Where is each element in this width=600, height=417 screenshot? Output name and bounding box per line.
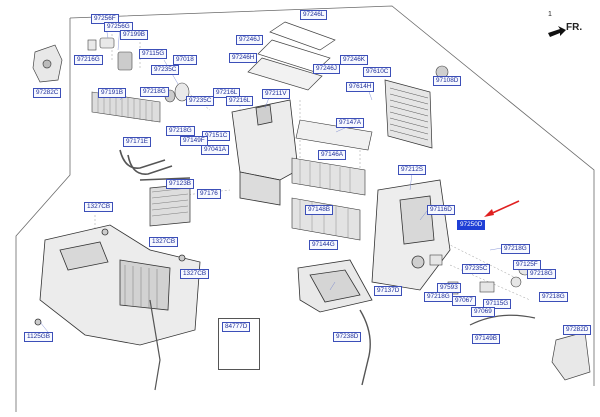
heater-core-strip-part [91,91,161,123]
drain-hose-part [359,309,371,386]
evaporator-part [291,119,373,241]
part-label-97218G[interactable]: 97218G [140,87,169,97]
page-reference-number: 1 [548,11,552,18]
part-label-97246K[interactable]: 97246K [340,55,369,65]
upper-case-part [231,99,299,206]
part-label-1327CB-b[interactable]: 1327CB [149,237,179,247]
part-label-97115G[interactable]: 97115G [139,49,168,59]
part-label-97149F[interactable]: 97149F [180,136,208,146]
highlight-pointer-arrow [484,200,520,217]
diagram-frame [15,5,595,412]
part-label-97235C-b[interactable]: 97235C [186,96,215,106]
part-label-97246H[interactable]: 97246H [229,53,258,63]
part-label-97199B[interactable]: 97199B [120,30,149,40]
part-label-97149B[interactable]: 97149B [472,334,501,344]
part-label-97246J-b[interactable]: 97246J [313,64,340,74]
part-label-97212S[interactable]: 97212S [398,165,427,175]
part-label-97250D[interactable]: 97250D [457,220,486,230]
part-label-97235C[interactable]: 97235C [151,65,180,75]
part-label-1327CB[interactable]: 1327CB [84,202,114,212]
part-label-97218G-f[interactable]: 97218G [539,292,568,302]
part-label-97218G-e[interactable]: 97218G [424,292,453,302]
part-label-97211V[interactable]: 97211V [262,89,290,99]
part-label-97246L[interactable]: 97246L [300,10,328,20]
part-label-97282C[interactable]: 97282C [33,88,62,98]
part-label-97123B[interactable]: 97123B [166,179,195,189]
front-direction-label: FR. [566,22,583,33]
part-label-97176[interactable]: 97176 [197,189,221,199]
part-label-97238D[interactable]: 97238D [333,332,362,342]
actuator-parts [87,37,190,103]
part-label-97282D[interactable]: 97282D [563,325,592,335]
screw-part-left [34,228,186,326]
part-label-97147A[interactable]: 97147A [336,118,365,128]
part-label-97148B[interactable]: 97148B [305,205,334,215]
part-label-97218G-c[interactable]: 97218G [501,244,530,254]
heater-core-part [149,183,191,227]
part-label-97115G-b[interactable]: 97115G [483,299,512,309]
blower-assembly-part [39,224,201,391]
part-label-97069[interactable]: 97069 [471,307,495,317]
part-label-97125F[interactable]: 97125F [513,260,541,270]
part-label-84777D[interactable]: 84777D [222,322,251,332]
part-label-97610C[interactable]: 97610C [363,67,392,77]
bracket-part-right [551,331,591,381]
part-label-97171E[interactable]: 97171E [123,137,152,147]
part-label-97191B[interactable]: 97191B [98,88,127,98]
part-label-1125GB[interactable]: 1125GB [24,332,53,342]
part-label-97018[interactable]: 97018 [173,55,197,65]
part-label-97218G-b[interactable]: 97218G [166,126,195,136]
part-label-1327CB-c[interactable]: 1327CB [180,269,210,279]
filter-cover-part [247,21,336,91]
part-label-97041A[interactable]: 97041A [201,145,230,155]
part-label-97218G-d[interactable]: 97218G [527,269,556,279]
part-label-97137D[interactable]: 97137D [374,286,403,296]
part-label-97116D[interactable]: 97116D [427,205,455,215]
lower-case-part [297,259,373,313]
front-direction-arrow [548,26,566,37]
part-label-97144G[interactable]: 97144G [309,240,338,250]
heater-pipe-part [119,149,191,181]
part-label-97216L-b[interactable]: 97216L [226,96,254,106]
bracket-part-left [32,44,63,83]
part-label-97146A[interactable]: 97146A [318,150,347,160]
part-label-97614H[interactable]: 97614H [346,82,375,92]
cabin-filter-part [384,79,433,149]
part-label-97235C-c[interactable]: 97235C [462,264,491,274]
part-label-97216G[interactable]: 97216G [74,55,103,65]
part-label-97108D[interactable]: 97108D [433,76,462,86]
part-label-97256G[interactable]: 97256G [104,22,133,32]
part-label-97067[interactable]: 97067 [452,296,476,306]
right-case-part [371,179,451,291]
part-label-97246J[interactable]: 97246J [236,35,263,45]
